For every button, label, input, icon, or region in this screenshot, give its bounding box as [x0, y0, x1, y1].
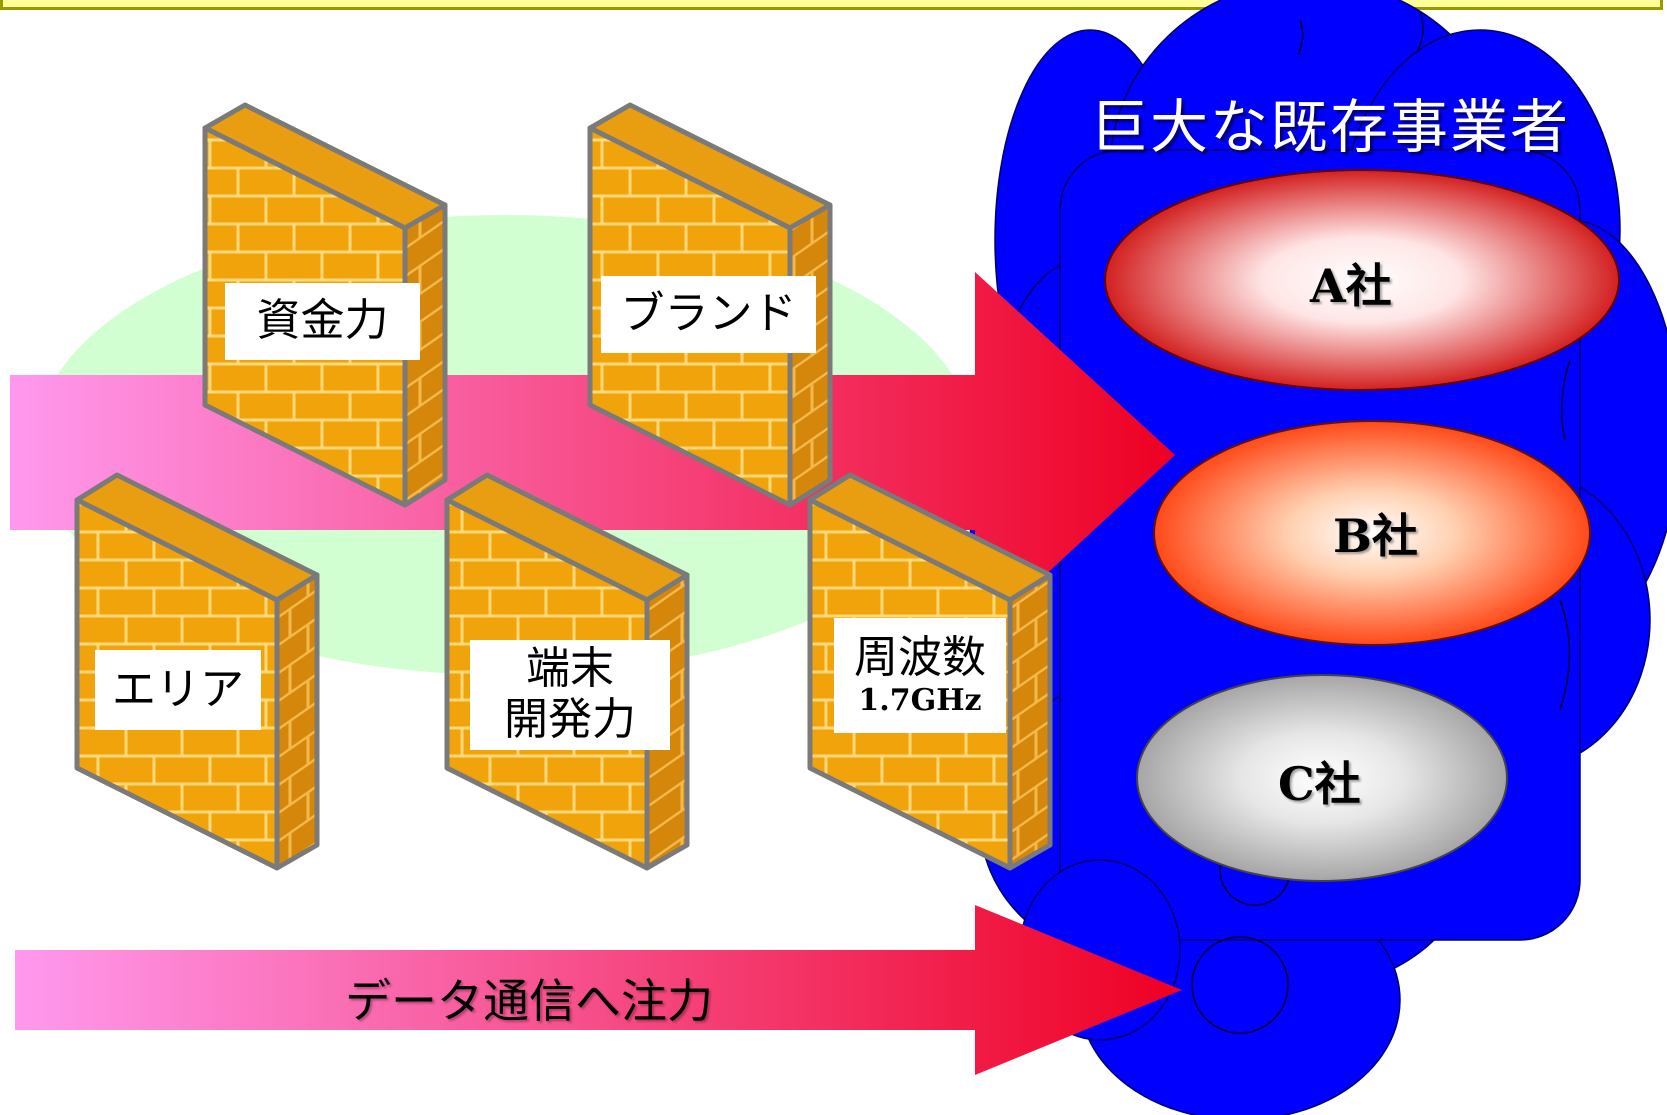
- wall-frequency-text-line2: 1.7GHz: [858, 682, 982, 718]
- company-c-label: C社: [1278, 757, 1361, 811]
- wall-label-area: エリア: [95, 650, 261, 730]
- company-b-ellipse: [1153, 420, 1591, 646]
- wall-label-device: 端末 開発力: [470, 640, 670, 750]
- company-c-ellipse: [1136, 674, 1508, 882]
- wall-frequency-text-line1: 周波数: [854, 631, 986, 683]
- header-bar: [0, 0, 1663, 10]
- wall-label-brand: ブランド: [601, 276, 816, 353]
- bottom-arrow: [15, 905, 1182, 1075]
- company-b-label: B社: [1333, 509, 1418, 563]
- bottom-arrow-label: データ通信へ注力: [345, 974, 713, 1028]
- company-a-label: A社: [1310, 259, 1392, 313]
- wall-label-capital: 資金力: [225, 283, 420, 360]
- cloud-title: 巨大な既存事業者: [1090, 93, 1571, 161]
- wall-area-text: エリア: [112, 663, 244, 715]
- company-a-ellipse: [1104, 169, 1620, 391]
- wall-brand-text: ブランド: [620, 288, 797, 340]
- wall-capital-text: 資金力: [256, 295, 389, 347]
- wall-device-text-line1: 端末: [526, 643, 614, 695]
- wall-device-text-line2: 開発力: [504, 694, 636, 745]
- wall-label-frequency: 周波数 1.7GHz: [834, 618, 1006, 733]
- upper-arrow: [10, 272, 1175, 640]
